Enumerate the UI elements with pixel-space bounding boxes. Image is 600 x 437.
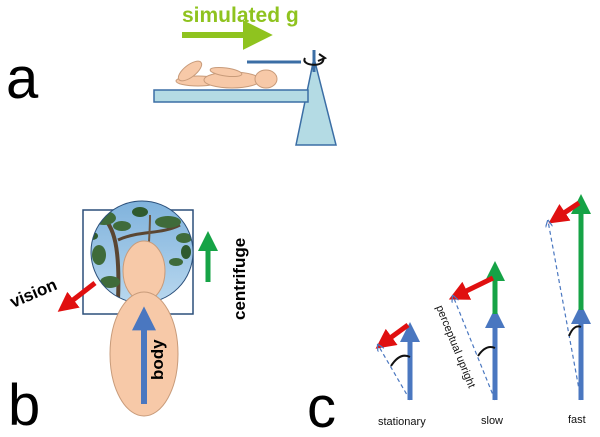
vector-diagram-slow: perceptual upright slow xyxy=(433,261,505,427)
condition-stationary-label: stationary xyxy=(378,416,426,428)
rotation-icon xyxy=(303,57,325,66)
vector-diagram-stationary: stationary xyxy=(375,322,426,428)
panel-b-letter: b xyxy=(8,373,40,437)
vector-diagram-fast: fast xyxy=(548,194,591,426)
vision-arrow xyxy=(57,281,97,312)
fast-perceptual-arrow xyxy=(548,221,582,401)
stationary-vision-arrow xyxy=(375,322,410,349)
panel-b: b xyxy=(7,200,249,437)
person-head xyxy=(254,69,278,89)
reclining-person xyxy=(175,60,278,89)
person-thigh xyxy=(177,60,203,82)
simulated-g-label: simulated g xyxy=(182,4,299,27)
condition-fast-label: fast xyxy=(568,414,586,426)
slow-perceptual-arrow xyxy=(453,296,496,401)
stationary-angle-arc xyxy=(390,354,411,367)
panel-a: a simulated g xyxy=(6,4,337,146)
vision-label: vision xyxy=(7,275,60,312)
person-arm xyxy=(209,66,243,78)
stationary-perceptual-arrow xyxy=(378,345,411,401)
bed-platform xyxy=(153,89,309,103)
condition-slow-label: slow xyxy=(481,415,503,427)
panel-a-letter: a xyxy=(6,46,39,111)
fast-vision-arrow xyxy=(548,200,581,224)
slow-angle-arc xyxy=(477,346,496,357)
rotation-arrowhead-icon xyxy=(317,53,328,62)
centrifuge-label: centrifuge xyxy=(230,238,249,320)
slow-vision-arrow xyxy=(448,275,495,300)
panel-c-letter: c xyxy=(307,375,336,437)
panel-c: c stationary perceptual upright slow xyxy=(307,194,591,437)
fast-angle-arc xyxy=(568,325,582,337)
perceptual-upright-label: perceptual upright xyxy=(433,304,477,390)
body-label: body xyxy=(148,339,167,380)
